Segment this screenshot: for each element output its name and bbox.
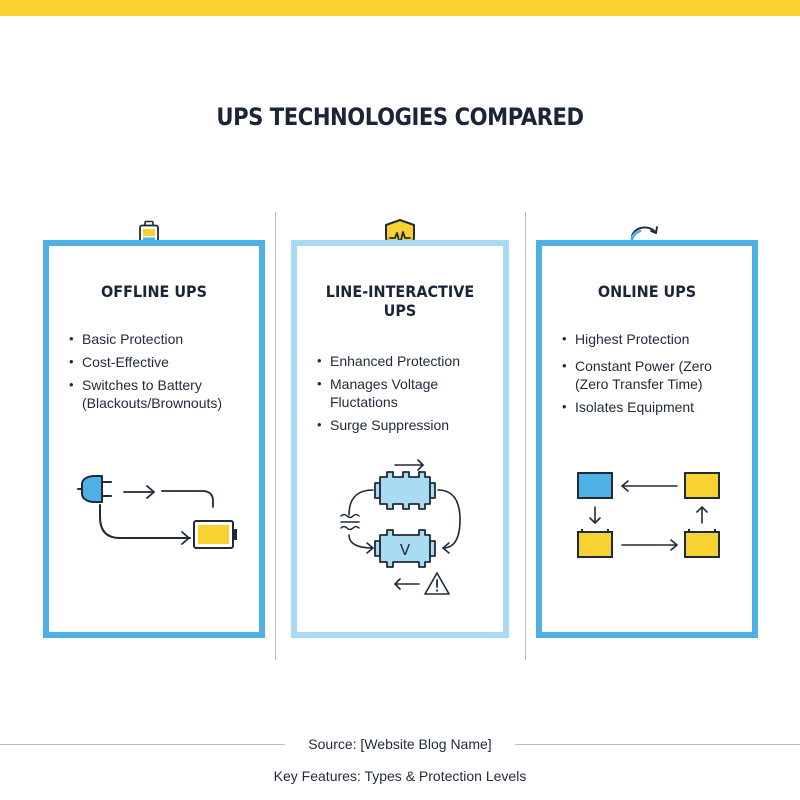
battery-icon: [577, 529, 613, 558]
footer-divider-right: [515, 744, 800, 745]
list-item: Surge Suppression: [317, 416, 497, 434]
battery-icon: [684, 472, 720, 499]
regulator-label: V: [400, 541, 411, 559]
column-divider-right: [525, 212, 526, 660]
feature-list: Highest Protection Constant Power (Zero …: [562, 330, 746, 416]
arrow-left-icon: [394, 578, 420, 590]
source-credit: Source: [Website Blog Name]: [308, 736, 492, 752]
list-item: Constant Power (Zero (Zero Transfer Time…: [562, 357, 746, 393]
voltage-regulation-diagram: V: [340, 459, 461, 595]
list-item: Switches to Battery (Blackouts/Brownouts…: [69, 376, 253, 412]
arrow-right-icon: [394, 459, 424, 471]
top-accent-bar: [0, 0, 800, 16]
warning-icon: [424, 572, 450, 595]
online-ups-card: ONLINE UPS Highest Protection Constant P…: [536, 240, 758, 638]
footer-divider-left: [0, 744, 285, 745]
line-interactive-ups-card: LINE-INTERACTIVE UPS Enhanced Protection…: [291, 240, 509, 638]
arrow-right-icon: [621, 539, 678, 551]
card-title: OFFLINE UPS: [101, 282, 207, 301]
arrow-right-icon: [123, 485, 155, 499]
arrow-left-icon: [621, 480, 678, 492]
feature-list: Enhanced Protection Manages Voltage Fluc…: [317, 352, 497, 434]
double-conversion-diagram: [577, 472, 720, 558]
surge-filter-component: [374, 471, 436, 510]
card-title: LINE-INTERACTIVE UPS: [325, 282, 475, 320]
card-title: ONLINE UPS: [597, 282, 697, 301]
arrow-up-icon: [696, 506, 708, 524]
list-item: Manages Voltage Fluctations: [317, 375, 497, 411]
battery-icon: [193, 520, 237, 549]
offline-ups-card: OFFLINE UPS Basic Protection Cost-Effect…: [43, 240, 265, 638]
monitor-icon: [577, 472, 613, 499]
voltage-regulator-component: V: [374, 529, 436, 568]
wave-icon: [340, 513, 360, 531]
list-item: Basic Protection: [69, 330, 253, 348]
page-title: UPS TECHNOLOGIES COMPARED: [216, 103, 584, 131]
list-item: Isolates Equipment: [562, 398, 746, 416]
list-item: Enhanced Protection: [317, 352, 497, 370]
battery-icon: [684, 529, 720, 558]
feature-list: Basic Protection Cost-Effective Switches…: [69, 330, 253, 412]
list-item: Highest Protection: [562, 330, 746, 348]
arrow-right-icon: [181, 531, 190, 545]
footer-caption: Key Features: Types & Protection Levels: [273, 768, 527, 784]
arrow-down-icon: [589, 506, 601, 524]
offline-power-flow-diagram: [77, 475, 237, 549]
list-item: Cost-Effective: [69, 353, 253, 371]
column-divider-left: [275, 212, 276, 660]
plug-icon: [77, 475, 191, 539]
